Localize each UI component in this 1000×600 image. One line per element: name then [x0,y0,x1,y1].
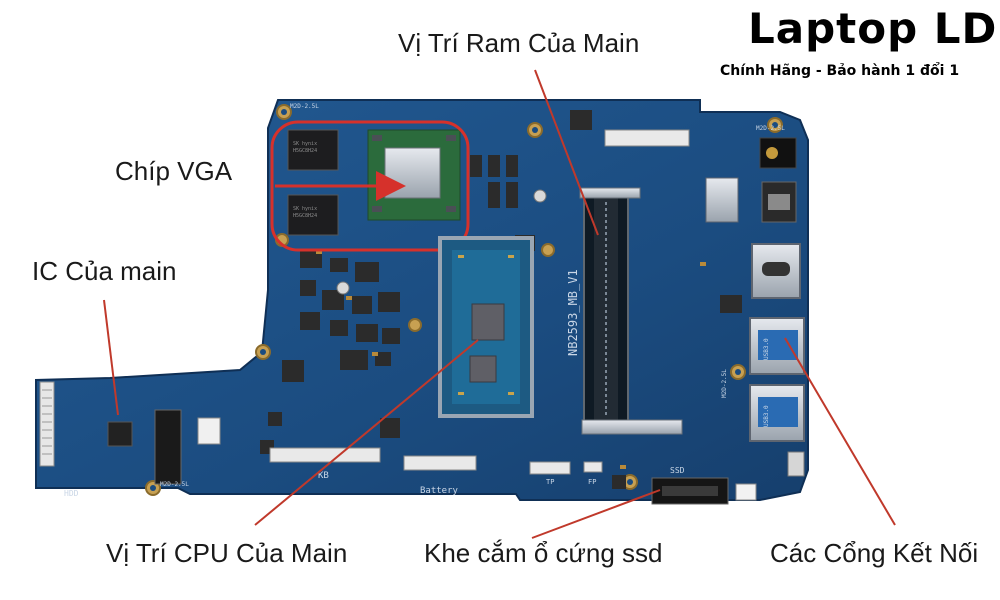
silk-screw-top-right: M2D-2.5L [756,125,785,132]
vga-callout-label: Chíp VGA [115,156,233,186]
silk-battery: Battery [420,486,459,496]
silk-fp: FP [588,478,596,486]
cpu-pointer-line [254,339,479,526]
cpu-callout-label: Vị Trí CPU Của Main [106,538,348,568]
ports-pointer-line [784,337,896,526]
gpu-chip-die [384,147,441,199]
battery-connector [403,455,477,471]
ic-chip [107,421,133,447]
ram-callout-label: Vị Trí Ram Của Main [398,28,640,58]
ports-callout-label: Các Cổng Kết Nối [770,538,979,568]
silk-usb-mark-1: USB3.0 [763,338,770,360]
ssd-callout-label: Khe cắm ổ cứng ssd [424,538,663,568]
ram-slot [579,187,683,435]
svg-text:SK hynix: SK hynix [293,141,317,147]
dc-jack [787,451,805,477]
ic-callout-label: IC Của main [32,256,177,286]
kb-connector [269,447,381,463]
silk-usb-mark-2: USB3.0 [763,405,770,427]
silk-ssd: SSD [670,466,685,475]
cpu-die-pch [469,355,497,383]
silk-tp: TP [546,478,554,486]
silk-screw-mid-right: M2D-2.5L [721,369,728,398]
cpu-die-main [471,303,505,341]
small-metal-connector [705,177,739,223]
ram-pointer-line [534,69,599,236]
svg-text:H5GC8H24: H5GC8H24 [293,148,317,154]
silk-screw-top-left: M2D-2.5L [290,103,319,110]
hdd-flex-connector [39,381,55,467]
svg-text:SK hynix: SK hynix [293,206,317,212]
svg-text:H5GC8H24: H5GC8H24 [293,213,317,219]
smd-components [260,110,742,489]
ic-pointer-line [103,299,119,416]
vga-highlight-box [270,120,470,252]
tp-connector [529,461,571,475]
fan-connector [197,417,221,445]
hdd-connector-block [154,409,182,485]
brand-subtitle: Chính Hãng - Bảo hành 1 đổi 1 [720,63,960,79]
vram-chip-top [287,129,339,171]
silk-screw-bottom: M2D-2.5L [160,481,189,488]
vram-chip-bottom [287,194,339,236]
silk-board-model: NB2593_MB_V1 [566,269,580,356]
fp-connector [583,461,603,473]
silk-hdd: HDD [64,489,79,498]
brand-title: Laptop LD [748,4,998,53]
ssd-pointer-line [531,489,661,539]
small-white-connector [735,483,757,501]
top-flex-connector [604,129,690,147]
silk-kb: KB [318,471,329,481]
audio-jack [759,137,797,169]
